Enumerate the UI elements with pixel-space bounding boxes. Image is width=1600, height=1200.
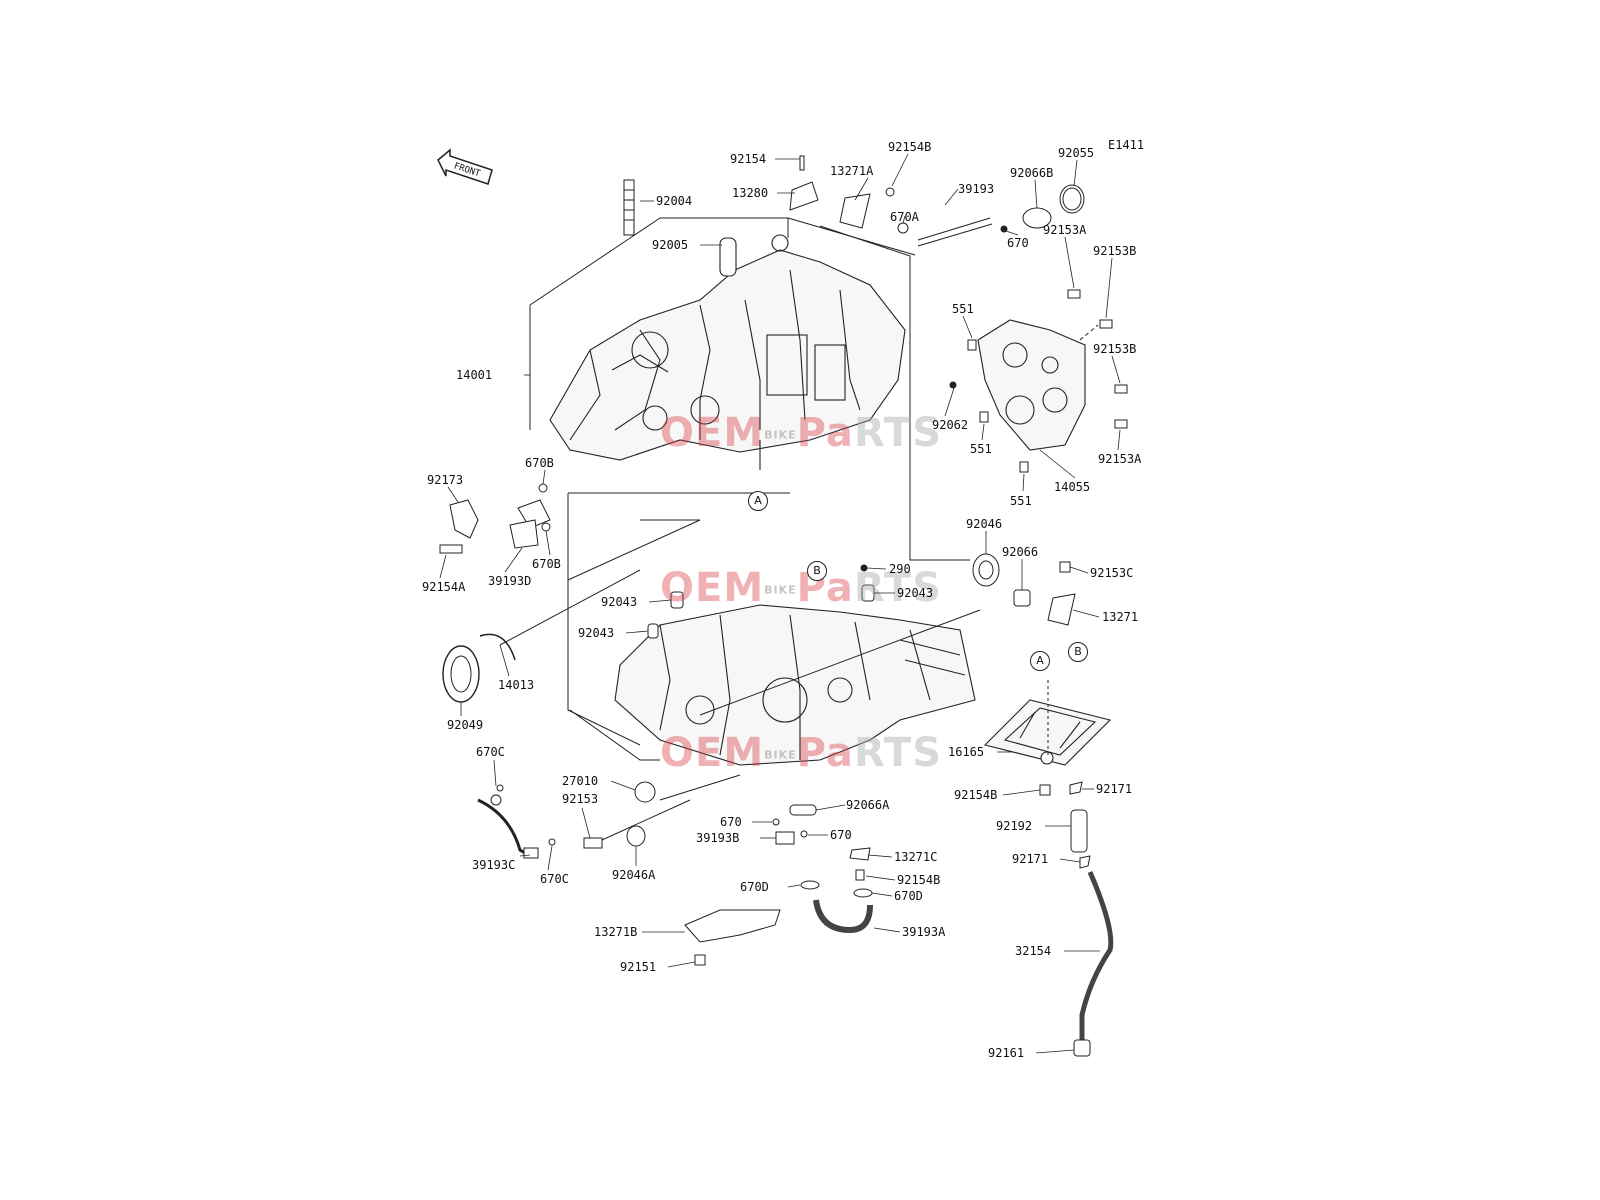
part-label: 13271 (1102, 610, 1139, 624)
part-label: 92066B (1010, 166, 1054, 180)
part-label: 92154B (888, 140, 932, 154)
part-label: 92153A (1098, 452, 1142, 466)
part-label: 14055 (1054, 480, 1091, 494)
part-label: 551 (1010, 494, 1032, 508)
part-label: 92066 (1002, 545, 1039, 559)
part-label: 290 (889, 562, 911, 576)
part-label: 92066A (846, 798, 890, 812)
part-label: 92046 (966, 517, 1003, 531)
part-label: 92161 (988, 1046, 1025, 1060)
shaft-shape (917, 217, 1008, 247)
stud-shape (623, 179, 635, 236)
part-label: 92043 (578, 626, 615, 640)
part-label: 92171 (1096, 782, 1133, 796)
part-label: 670C (540, 872, 569, 886)
part-label: 92043 (897, 586, 934, 600)
part-label: 92151 (620, 960, 657, 974)
part-label: 92055 (1058, 146, 1095, 160)
part-label: 27010 (562, 774, 599, 788)
part-label: 39193A (902, 925, 946, 939)
part-label: 14013 (498, 678, 535, 692)
part-label: 39193D (488, 574, 532, 588)
diagram-code: E1411 (1108, 138, 1145, 152)
part-label: 670D (894, 889, 923, 903)
part-label: 92192 (996, 819, 1033, 833)
part-label: 39193 (958, 182, 995, 196)
ref-marker-b: B (807, 561, 827, 581)
part-label: 92153C (1090, 566, 1134, 580)
part-label: 92153A (1043, 223, 1087, 237)
part-label: 92049 (447, 718, 484, 732)
part-label: 92153B (1093, 342, 1137, 356)
oil-pan-shape (983, 699, 1112, 766)
part-label: 670 (1007, 236, 1029, 250)
part-label: 32154 (1015, 944, 1052, 958)
part-label: 92043 (601, 595, 638, 609)
part-label: 14001 (456, 368, 493, 382)
part-label: 92153 (562, 792, 599, 806)
part-label: 92154 (730, 152, 767, 166)
upper-crankcase-shape (549, 234, 906, 470)
cover-shape (977, 319, 1086, 451)
part-label: 551 (970, 442, 992, 456)
part-label: 13280 (732, 186, 769, 200)
part-label: 551 (952, 302, 974, 316)
part-label: 92154B (897, 873, 941, 887)
front-arrow-icon: FRONT (437, 148, 493, 185)
part-label: 670D (740, 880, 769, 894)
part-label: 92004 (656, 194, 693, 208)
part-label: 92171 (1012, 852, 1049, 866)
part-label: 13271A (830, 164, 874, 178)
part-label: 16165 (948, 745, 985, 759)
part-label: 670 (720, 815, 742, 829)
part-label: 670B (525, 456, 554, 470)
part-label: 39193C (472, 858, 516, 872)
part-label: 92005 (652, 238, 689, 252)
part-label: 670C (476, 745, 505, 759)
part-label: 92173 (427, 473, 464, 487)
part-label: 92062 (932, 418, 969, 432)
part-label: 13271C (894, 850, 938, 864)
part-label: 92154A (422, 580, 466, 594)
ref-marker-a: A (1030, 651, 1050, 671)
part-label: 670B (532, 557, 561, 571)
ref-marker-b: B (1068, 642, 1088, 662)
part-label: 92154B (954, 788, 998, 802)
part-label: 92153B (1093, 244, 1137, 258)
part-label: 670 (830, 828, 852, 842)
part-label: 39193B (696, 831, 740, 845)
ref-marker-a: A (748, 491, 768, 511)
part-label: 92046A (612, 868, 656, 882)
part-label: 13271B (594, 925, 638, 939)
lower-crankcase-shape (614, 604, 976, 766)
